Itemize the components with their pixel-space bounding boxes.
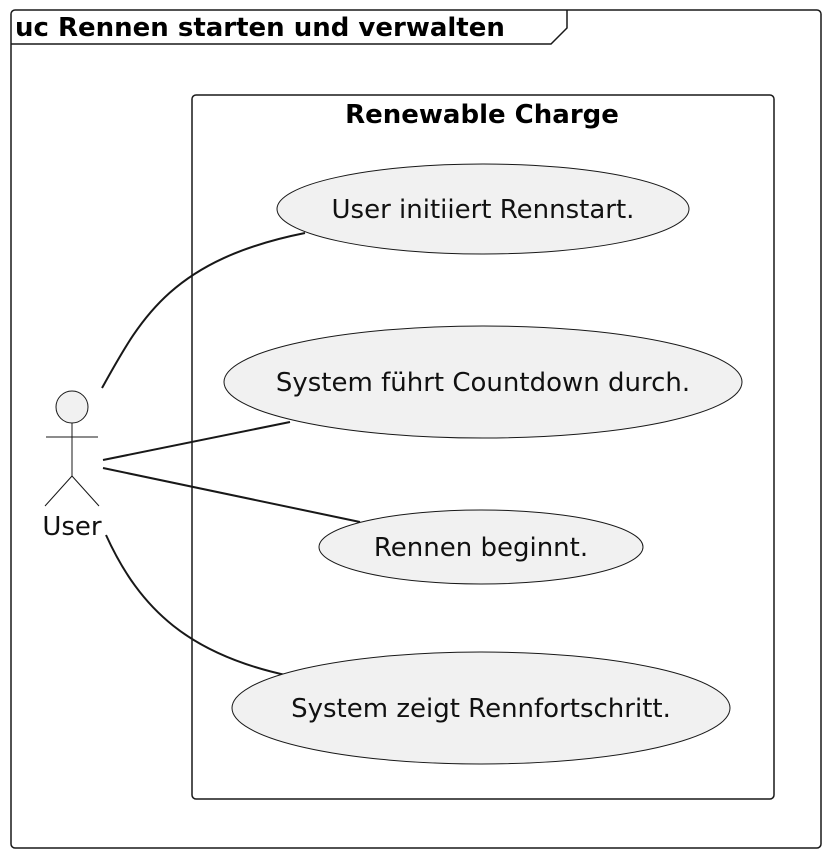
use-case-label: System führt Countdown durch. [276, 368, 690, 398]
use-case-label: System zeigt Rennfortschritt. [291, 694, 671, 724]
frame-title-tab [11, 10, 568, 45]
association-line-3 [102, 467, 361, 523]
actor-leg-left [44, 475, 73, 507]
use-case-ellipse [231, 651, 731, 765]
use-case-2: System führt Countdown durch. [223, 325, 743, 439]
system-title: Renewable Charge [345, 100, 619, 130]
frame-title: uc Rennen starten und verwalten [15, 13, 505, 43]
use-case-label: User initiiert Rennstart. [332, 195, 635, 225]
use-case-1: User initiiert Rennstart. [276, 163, 690, 255]
use-case-label: Rennen beginnt. [374, 533, 588, 563]
actor-head-icon [55, 390, 89, 424]
system-boundary [191, 94, 775, 800]
actor-user: User [42, 390, 102, 542]
association-line-4 [105, 534, 291, 677]
use-case-3: Rennen beginnt. [318, 509, 644, 585]
use-case-ellipse [318, 509, 644, 585]
use-case-ellipse [276, 163, 690, 255]
actor-leg-right [71, 475, 100, 507]
use-case-4: System zeigt Rennfortschritt. [231, 651, 731, 765]
association-line-1 [101, 232, 306, 389]
actor-label: User [42, 512, 102, 542]
association-line-2 [102, 421, 291, 461]
use-case-ellipse [223, 325, 743, 439]
